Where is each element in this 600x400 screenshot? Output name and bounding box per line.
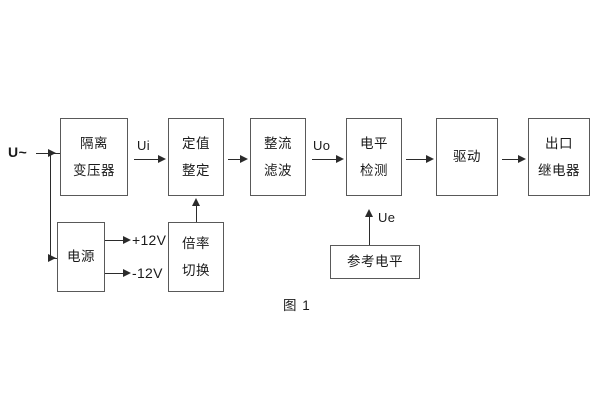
block-line: 整流	[264, 136, 292, 151]
block-reference-level: 参考电平	[330, 245, 420, 279]
block-line: 整定	[182, 162, 210, 178]
connector-level-to-drive	[406, 159, 430, 160]
block-line: 继电器	[538, 162, 580, 178]
arrowhead-input-to-transformer	[48, 148, 56, 157]
arrowhead-setting-to-rectifier	[240, 154, 248, 163]
block-isolation-transformer: 隔离 变压器	[60, 118, 128, 196]
block-output-relay: 出口 继电器	[528, 118, 590, 196]
connector-drive-to-relay	[502, 159, 522, 160]
block-line: 倍率	[182, 236, 210, 251]
arrowhead-level-to-drive	[426, 154, 434, 163]
power-rail-label-positive: +12V	[132, 232, 167, 248]
signal-label-ue: Ue	[378, 210, 396, 225]
connector-power-rail-neg	[105, 273, 127, 274]
arrowhead-drive-to-relay	[518, 154, 526, 163]
block-line: 检测	[360, 162, 388, 178]
block-line: 驱动	[453, 149, 481, 165]
connector-input-stub	[36, 153, 50, 154]
block-line: 变压器	[73, 162, 115, 178]
block-power-supply: 电源	[57, 222, 105, 292]
figure-caption: 图 1	[283, 298, 311, 313]
connector-transformer-to-setting	[134, 159, 160, 160]
arrowhead-power-rail-neg	[123, 268, 131, 277]
arrowhead-rectifier-to-level	[336, 154, 344, 163]
arrowhead-multiplier-to-setting	[191, 198, 200, 206]
block-rectifier-filter: 整流 滤波	[250, 118, 306, 196]
connector-reference-to-level	[369, 215, 370, 245]
arrowhead-power-rail-pos	[123, 235, 131, 244]
block-level-detection: 电平 检测	[346, 118, 402, 196]
input-label-u: U~	[8, 144, 28, 160]
block-line: 电源	[67, 249, 95, 265]
arrowhead-input-to-power	[48, 253, 56, 262]
block-line: 定值	[182, 136, 210, 151]
block-line: 切换	[182, 262, 210, 278]
arrowhead-transformer-to-setting	[158, 154, 166, 163]
connector-multiplier-to-setting	[196, 204, 197, 222]
signal-label-ui: Ui	[137, 138, 150, 153]
block-line: 出口	[545, 136, 573, 151]
connector-setting-to-rectifier	[228, 159, 244, 160]
connector-rectifier-to-level	[312, 159, 338, 160]
block-multiplier-switch: 倍率 切换	[168, 222, 224, 292]
block-line: 电平	[360, 136, 388, 151]
connector-input-split	[50, 153, 51, 258]
block-line: 滤波	[264, 162, 292, 178]
signal-label-uo: Uo	[313, 138, 331, 153]
arrowhead-reference-to-level	[364, 209, 373, 217]
block-line: 参考电平	[347, 254, 403, 270]
power-rail-label-negative: -12V	[132, 265, 163, 281]
block-setting-adjustment: 定值 整定	[168, 118, 224, 196]
block-line: 隔离	[80, 136, 108, 151]
block-drive: 驱动	[436, 118, 498, 196]
connector-power-rail-pos	[105, 240, 127, 241]
